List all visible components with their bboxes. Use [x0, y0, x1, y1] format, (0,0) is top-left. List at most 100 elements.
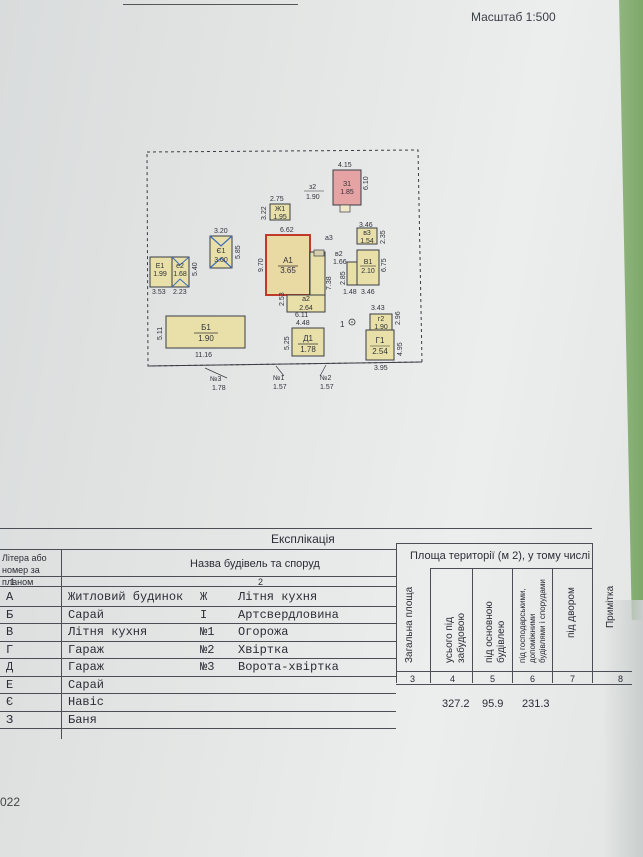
- g1-letter: Г1: [376, 336, 385, 345]
- row-divider: [0, 710, 396, 712]
- v3-height: 2.35: [380, 230, 387, 244]
- e1-letter: Е1: [156, 263, 165, 270]
- col-num-8: 8: [618, 674, 624, 684]
- building-e2: [171, 256, 190, 288]
- well-marker: [348, 318, 356, 326]
- row-letter-2: Ж: [200, 590, 208, 604]
- row-letter: А: [6, 590, 14, 604]
- header-rule: [123, 4, 298, 5]
- explication-table: Експлікація Літера або номер за планом Н…: [0, 528, 643, 743]
- e1-area: 1.99: [153, 271, 167, 278]
- col-num-5: 5: [490, 674, 496, 684]
- v3-area: 1.54: [360, 238, 374, 245]
- row-letter: З: [6, 712, 14, 727]
- row-letter: В: [6, 625, 14, 639]
- z2-area: 1.90: [306, 194, 320, 201]
- building-b1: [165, 315, 246, 349]
- v1-area: 2.10: [361, 268, 375, 275]
- a2-letter: а2: [302, 296, 310, 303]
- row-name-2: Ворота-хвіртка: [238, 660, 339, 674]
- row-name: Житловий будинок: [68, 590, 184, 604]
- gate3-value: 1.78: [212, 385, 226, 392]
- row-letter-2: №3: [200, 660, 215, 674]
- g2-width: 3.43: [371, 305, 385, 312]
- g1-width: 3.95: [374, 365, 388, 372]
- a1-width: 6.62: [280, 227, 294, 234]
- col-num-2: 2: [258, 577, 264, 587]
- z1-height: 6.10: [363, 176, 370, 190]
- e1-width: 3.53: [152, 289, 166, 296]
- gate1-name: №1: [273, 375, 285, 382]
- value-aux: 231.3: [522, 698, 550, 710]
- b1-height: 5.11: [157, 327, 164, 340]
- v1-letter: В1: [364, 259, 373, 266]
- v3-letter: в3: [363, 230, 371, 237]
- col-yard-header: під двором: [566, 587, 577, 638]
- ye1-width: 3.20: [214, 228, 228, 235]
- row-name: Сарай: [68, 677, 105, 692]
- d1-height: 5.25: [284, 336, 291, 350]
- building-v2: [346, 261, 358, 286]
- row-letter: Д: [6, 660, 14, 674]
- a1-letter: А1: [283, 256, 293, 265]
- col-main-header: під основною будівлею: [484, 601, 507, 663]
- col-note-header: Примітка: [605, 585, 616, 628]
- e2-height: 5.40: [192, 262, 199, 276]
- a2-area: 2.64: [299, 305, 313, 312]
- area-header: Площа території (м 2), у тому числі: [410, 550, 591, 562]
- building-a2-ext: [309, 251, 326, 296]
- building-ye1: [209, 235, 233, 269]
- col-num-4: 4: [450, 674, 456, 684]
- row-name-2: Хвіртка: [238, 642, 289, 657]
- row-divider: [0, 658, 396, 659]
- dim-7-38: 7.38: [326, 276, 333, 290]
- col-total-header: Загальна площа: [404, 586, 415, 663]
- row-divider: [0, 605, 396, 607]
- building-z1: [332, 169, 362, 206]
- gate3-name: №3: [210, 376, 222, 383]
- row-name-2: Артсвердловина: [238, 607, 339, 622]
- e2-area: 1.68: [173, 271, 187, 278]
- d1-letter: Д1: [303, 334, 313, 343]
- col-num-6: 6: [530, 674, 536, 684]
- row-divider: [0, 675, 396, 677]
- col-built-header: усього під забудовою: [444, 613, 467, 663]
- zh1-area: 1.95: [273, 214, 287, 221]
- building-a2: [286, 294, 326, 313]
- scale-label: Масштаб 1:500: [471, 10, 556, 24]
- point-label: 1: [340, 320, 345, 329]
- b1-letter: Б1: [201, 323, 211, 332]
- row-name-2: Літня кухня: [238, 590, 318, 604]
- zh1-letter: Ж1: [275, 206, 285, 213]
- col2-header: Назва будівель та споруд: [190, 558, 320, 570]
- a3-label: а3: [325, 235, 333, 242]
- row-divider: [0, 640, 396, 642]
- footer-year: 022: [0, 795, 21, 809]
- gate2-name: №2: [320, 375, 332, 382]
- row-divider: [0, 728, 396, 729]
- dim-1-48: 1.48: [343, 289, 357, 296]
- row-divider: [0, 623, 396, 624]
- v3-width: 3.46: [359, 222, 373, 229]
- v2-letter: в2: [335, 251, 343, 258]
- row-letter: Е: [6, 677, 14, 692]
- v2-height: 2.85: [340, 271, 347, 285]
- lot-boundary: [146, 149, 423, 367]
- value-main: 95.9: [482, 698, 504, 710]
- v1-height: 6.75: [381, 258, 388, 272]
- z2-letter: з2: [309, 184, 316, 191]
- z1-width: 4.15: [338, 162, 352, 169]
- d1-width: 4.48: [296, 320, 310, 327]
- a1-area: 3.65: [280, 266, 296, 275]
- col-num-7: 7: [570, 674, 576, 684]
- col-num-1: 1: [10, 577, 16, 587]
- col-aux-header: під господарськими, допоміжними будівлям…: [518, 579, 547, 663]
- e2-letter: е2: [176, 263, 184, 270]
- row-name-2: Огорожа: [238, 625, 289, 639]
- v2-area: 1.66: [333, 259, 347, 266]
- a2-height: 2.53: [279, 292, 286, 306]
- building-d1: [291, 327, 325, 357]
- d1-area: 1.78: [300, 345, 316, 354]
- building-zh1: [269, 203, 291, 221]
- row-divider: [0, 693, 396, 694]
